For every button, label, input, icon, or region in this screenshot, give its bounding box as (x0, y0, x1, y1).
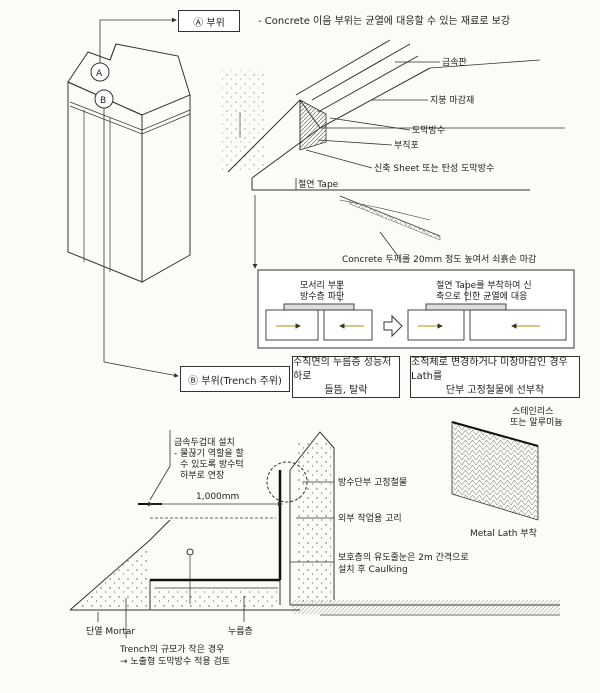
label-roof-finish: 지붕 마감재 (430, 94, 474, 106)
slope-surface (349, 199, 441, 241)
section-a-desc: - Concrete 이음 부위는 균열에 대응할 수 있는 재료로 보강 (258, 14, 510, 27)
label-protective-1: 보호층의 유도줄눈은 2m 간격으로 (338, 551, 469, 563)
section-b-problem: 수직면의 누름층 성능저하로 들뜸, 탈락 (292, 356, 400, 398)
roof-leaders (295, 61, 440, 257)
label-metal-lath: Metal Lath 부착 (470, 528, 537, 539)
detail-left (265, 303, 373, 341)
label-mortar: 단열 Mortar (86, 626, 135, 637)
section-b-tag: Ⓑ 부위(Trench 주위) (180, 366, 290, 392)
detail-right (407, 303, 567, 341)
metal-cap-note-4: 하부로 연장 (180, 470, 224, 481)
label-membrane: 도막방수 (412, 125, 445, 136)
metal-cap-note-1: 금속두겁대 설치 (174, 436, 235, 448)
roof-joint-section (227, 39, 565, 237)
label-metal-plate: 금속판 (442, 57, 467, 68)
bottom-note-2: → 노출형 도막방수 적용 검토 (120, 655, 230, 667)
marker-b-text: B (100, 96, 106, 106)
metal-cap-note-3: 수 있도록 방수턱 (180, 458, 244, 470)
detail-left-caption-2: 방수층 파단 (300, 291, 344, 302)
trench-slope-fill (70, 540, 150, 610)
label-insulating-tape: 절연 Tape (298, 178, 339, 190)
label-sheet: 신축 Sheet 또는 탄성 도막방수 (374, 163, 494, 174)
trench-floor-fill (150, 588, 280, 610)
ground-hatch (292, 600, 560, 614)
problem-line-2: 들뜸, 탈락 (324, 385, 368, 396)
solution-line-2: 단부 고정철물에 선부착 (445, 385, 545, 396)
label-ring: 외부 작업용 고리 (338, 512, 402, 524)
leader-a (99, 17, 177, 63)
label-protective-2: 설치 후 Caulking (338, 563, 408, 575)
label-stainless-1: 스테인리스 (512, 406, 553, 417)
trench-wall-fill (296, 440, 334, 602)
problem-line-1: 수직면의 누름층 성능저하로 (293, 357, 392, 382)
label-press-layer: 누름층 (228, 626, 253, 637)
label-stainless-2: 또는 알루미늄 (510, 417, 563, 428)
stainless-edge (451, 421, 539, 447)
metal-cap-note-2: - 물끊기 역할을 할 (174, 448, 244, 459)
membrane-corner (299, 99, 327, 151)
section-b-solution: 조적체로 변경하거나 미장마감인 경우 Lath를 단부 고정철물에 선부착 (410, 356, 580, 398)
marker-a-text: A (96, 69, 103, 79)
label-concrete-note: Concrete 두께를 20mm 정도 높여서 쇠흙손 마감 (342, 253, 536, 265)
label-fixing: 방수단부 고정철물 (338, 477, 407, 488)
detail-left-caption-1: 모서리 부분 (300, 280, 344, 291)
trench-leaders (97, 430, 334, 638)
building-illustration (67, 43, 191, 283)
metal-lath-mesh (451, 421, 539, 521)
dimension-text: 1,000mm (196, 492, 239, 502)
detail-right-caption-2: 축으로 인한 균열에 대응 (436, 291, 527, 302)
drain-cap (186, 548, 194, 556)
concrete-fill (222, 70, 266, 170)
detail-arrow (383, 314, 403, 338)
solution-line-1: 조적체로 변경하거나 미장마감인 경우 Lath를 (411, 357, 568, 382)
section-a-tag: Ⓐ 부위 (178, 10, 240, 32)
leader-b-end (103, 361, 179, 378)
bottom-note-1: Trench의 규모가 작은 경우 (119, 643, 224, 655)
label-nonwoven: 부직포 (394, 140, 419, 151)
detail-right-caption-1: 절연 Tape를 부착하여 신 (436, 279, 532, 291)
